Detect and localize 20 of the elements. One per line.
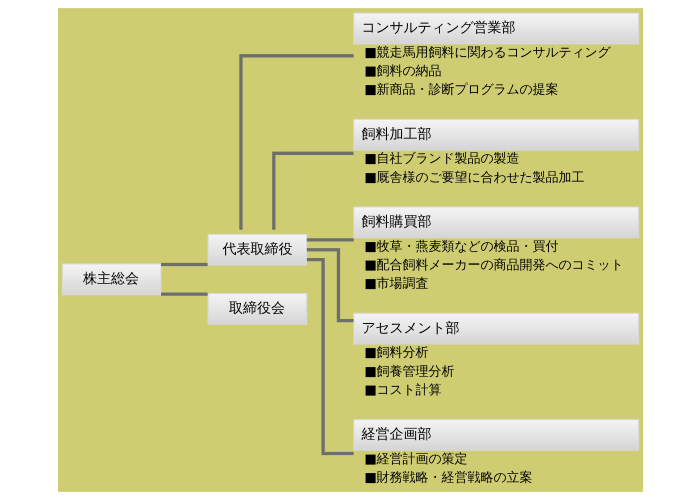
- node-label: ■新商品・診断プログラムの提案: [364, 82, 558, 98]
- node-label: ■厩舎様のご要望に合わせた製品加工: [364, 170, 584, 186]
- node-label: ■市場調査: [364, 276, 428, 292]
- connector: [306, 238, 354, 242]
- connector: [272, 152, 353, 230]
- connector: [306, 248, 354, 322]
- node-label: ■飼料分析: [364, 346, 428, 361]
- node-label: ■飼養管理分析: [364, 364, 454, 380]
- node-label: ■飼料の納品: [364, 64, 442, 80]
- node-label: ■配合飼料メーカーの商品開発へのコミット: [364, 258, 624, 274]
- connector: [160, 262, 208, 266]
- node-label: ■競走馬用飼料に関わるコンサルティング: [364, 45, 610, 60]
- connector: [160, 292, 208, 296]
- connector: [306, 258, 354, 456]
- connector: [238, 54, 354, 230]
- node-label: ■経営計画の策定: [364, 452, 468, 467]
- node-label: ■自社ブランド製品の製造: [364, 152, 520, 167]
- node-label: ■コスト計算: [364, 382, 442, 398]
- node-label: ■牧草・燕麦類などの検品・買付: [364, 239, 558, 254]
- node-label: ■財務戦略・経営戦略の立案: [364, 470, 532, 486]
